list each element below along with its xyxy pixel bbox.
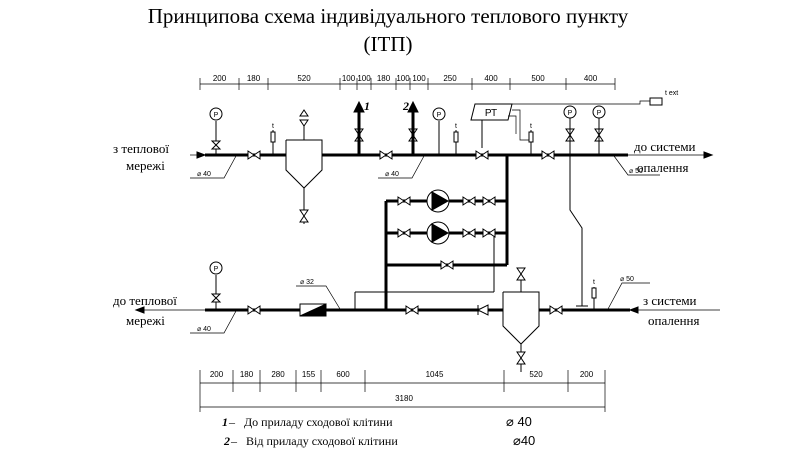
label-from-network: з теплової <box>113 141 169 156</box>
dimension-label: 100 <box>412 74 426 83</box>
label-from-system: з системи <box>643 293 697 308</box>
valve-icon <box>397 228 411 238</box>
pressure-gauge-icon: P <box>209 261 223 310</box>
svg-text:1: 1 <box>364 99 370 113</box>
water-meter-icon <box>299 303 327 317</box>
svg-text:t: t <box>593 279 595 286</box>
label-to-system: до системи <box>634 139 696 154</box>
valve-icon <box>397 196 411 206</box>
valve-icon <box>549 305 563 315</box>
mud-separator-icon <box>502 267 540 372</box>
diameter-label: ⌀ 32 <box>300 279 314 286</box>
diameter-label: ⌀ 40 <box>197 171 211 178</box>
diagram-subtitle: (ІТП) <box>364 32 413 56</box>
legend-num-1: 1 <box>222 415 228 429</box>
pressure-gauge-icon: P <box>432 107 446 155</box>
valve-icon <box>247 305 261 315</box>
legend-num-2: 2 <box>223 434 230 448</box>
svg-text:РТ: РТ <box>485 108 497 119</box>
svg-text:–: – <box>230 434 238 448</box>
legend-dia-1: ⌀ 40 <box>506 414 532 429</box>
diameter-label: ⌀ 40 <box>385 171 399 178</box>
valve-icon <box>405 305 419 315</box>
dimension-total: 3180 <box>395 394 413 403</box>
dimension-label: 400 <box>584 74 598 83</box>
dimension-label: 100 <box>396 74 410 83</box>
svg-text:t: t <box>530 123 532 130</box>
dimension-label: 100 <box>357 74 371 83</box>
dimension-label: 500 <box>531 74 545 83</box>
dimension-label: 1045 <box>426 370 444 379</box>
diameter-callouts: ⌀ 40 ⌀ 40 ⌀ 50 ⌀ 40 ⌀ 32 ⌀ 50 <box>190 155 660 334</box>
circulation-pump-icon <box>426 189 450 213</box>
label-to-network-2: мережі <box>126 313 165 328</box>
valve-icon <box>210 140 222 150</box>
svg-text:P: P <box>214 112 219 119</box>
label-to-system-2: опалення <box>637 160 689 175</box>
legend: 1 – До приладу сходової клітини ⌀ 40 2 –… <box>222 414 535 448</box>
branch-2-inlet: 2 <box>402 99 419 155</box>
svg-text:2: 2 <box>402 99 409 113</box>
valve-icon <box>462 228 476 238</box>
svg-text:t ext: t ext <box>665 90 678 97</box>
circulation-pump-icon <box>426 221 450 245</box>
valve-icon <box>475 150 489 160</box>
label-to-network: до теплової <box>113 293 177 308</box>
dimension-label: 200 <box>210 370 224 379</box>
dimension-label: 250 <box>443 74 457 83</box>
dimension-label: 180 <box>240 370 254 379</box>
dimension-label: 180 <box>247 74 261 83</box>
temperature-regulator: РТ t ext <box>470 90 678 148</box>
svg-text:t: t <box>272 123 274 130</box>
svg-text:P: P <box>437 112 442 119</box>
diameter-label: ⌀ 40 <box>197 326 211 333</box>
label-from-system-2: опалення <box>648 313 700 328</box>
diagram-title: Принципова схема індивідуального теплово… <box>148 4 629 28</box>
svg-text:–: – <box>228 415 236 429</box>
return-pipeline: P t <box>134 155 720 372</box>
pressure-gauge-icon: P <box>563 105 577 155</box>
bottom-dimension-chain: 200 180 280 155 600 1045 520 200 3180 <box>199 370 606 412</box>
mud-separator-icon <box>285 109 323 224</box>
check-valve-icon <box>476 304 489 316</box>
dimension-label: 600 <box>336 370 350 379</box>
dimension-label: 200 <box>213 74 227 83</box>
dimension-label: 520 <box>529 370 543 379</box>
dimension-label: 520 <box>297 74 311 83</box>
legend-dia-2: ⌀40 <box>513 433 535 448</box>
svg-text:t: t <box>455 123 457 130</box>
side-labels: з теплової мережі до системи опалення до… <box>113 139 700 328</box>
label-from-network-2: мережі <box>126 158 165 173</box>
svg-text:P: P <box>214 266 219 273</box>
valve-icon <box>482 196 496 206</box>
valve-icon <box>541 150 555 160</box>
pressure-gauge-icon: P <box>592 105 606 155</box>
pump-block <box>354 155 509 310</box>
dimension-label: 280 <box>271 370 285 379</box>
valve-icon <box>482 228 496 238</box>
dimension-label: 180 <box>377 74 391 83</box>
diameter-label: ⌀ 50 <box>620 276 634 283</box>
dimension-label: 200 <box>580 370 594 379</box>
supply-pipeline: P t 1 2 <box>190 90 714 224</box>
valve-icon <box>247 150 261 160</box>
legend-text-2: Від приладу сходової клітини <box>246 434 398 448</box>
legend-text-1: До приладу сходової клітини <box>244 415 393 429</box>
dimension-label: 155 <box>302 370 316 379</box>
diameter-label: ⌀ 50 <box>629 168 643 175</box>
dimension-label: 400 <box>484 74 498 83</box>
dimension-label: 100 <box>342 74 356 83</box>
valve-icon <box>440 260 454 270</box>
branch-1-outlet: 1 <box>353 99 370 155</box>
valve-icon <box>379 150 393 160</box>
svg-text:P: P <box>568 110 573 117</box>
valve-icon <box>210 293 222 303</box>
valve-icon <box>462 196 476 206</box>
svg-text:P: P <box>597 110 602 117</box>
